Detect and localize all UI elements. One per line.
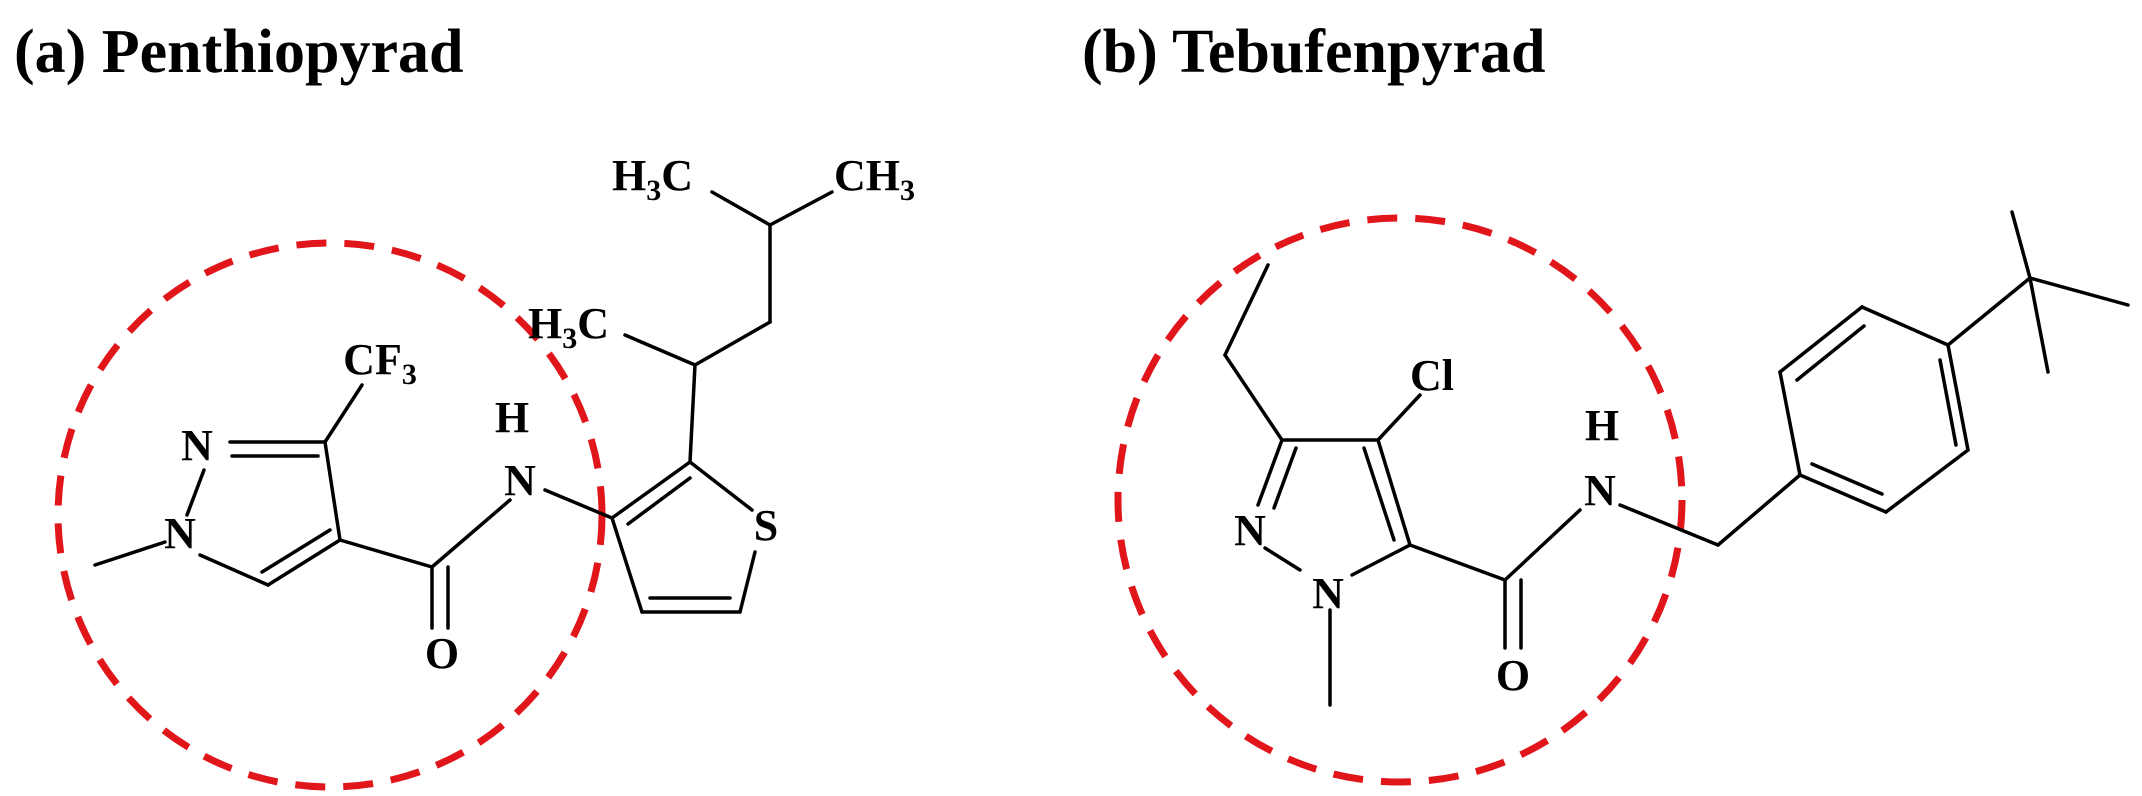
c3-cf3-bond xyxy=(323,383,364,444)
a-n1-label: N xyxy=(164,509,196,558)
a-h3c-top-label: H3C xyxy=(612,151,693,207)
ch-left-methyl-bond xyxy=(710,190,772,227)
tbu-methyl-1-bond xyxy=(2010,210,2032,280)
thiophene-c2-s-bond xyxy=(688,460,754,512)
a-carbonyl-o-label: O xyxy=(425,629,459,678)
ch-right-methyl-bond xyxy=(768,190,834,227)
a-h3c-left-label: H3C xyxy=(528,299,609,355)
ch2-benzene-bond xyxy=(1716,473,1802,547)
benzene-c4-c5-bond xyxy=(1946,343,1970,452)
n-n-bond xyxy=(185,468,206,517)
panel-a-highlight-circle xyxy=(54,239,606,791)
ch-ch3-bond xyxy=(623,333,697,367)
panel-a-penthiopyrad: (a) Penthiopyrad xyxy=(14,18,915,791)
c3-c4-bond xyxy=(323,440,342,542)
thiophene-c3-c2-double-bond xyxy=(610,460,692,520)
tbu-methyl-3-bond xyxy=(2028,276,2050,374)
benzene-c2-c3-bond xyxy=(1778,305,1864,374)
benzene-inner-1 xyxy=(1795,324,1866,382)
c3-n2-double-bond-inner xyxy=(1272,446,1298,510)
ethyl-ch3-ch2-bond xyxy=(1223,263,1270,357)
benzene-inner-3 xyxy=(1810,462,1884,496)
b-nh-h-label: H xyxy=(1585,401,1619,450)
c5-c4-double-bond-inner xyxy=(1362,446,1396,542)
n-methyl-bond xyxy=(93,540,167,567)
panel-b-atom-labels: Cl N N H N O xyxy=(1234,351,1619,700)
ch-ch2-bond xyxy=(693,320,772,367)
c2-ch-bond xyxy=(688,363,697,464)
benzene-tbu-bond xyxy=(1946,276,2032,347)
c4-carbonyl-bond xyxy=(338,538,434,569)
a-ch3-top-label: CH3 xyxy=(834,151,915,207)
thiophene-s-c5-bond xyxy=(738,550,757,614)
panel-a-title: (a) Penthiopyrad xyxy=(14,18,464,86)
panel-b-title: (b) Tebufenpyrad xyxy=(1082,18,1545,86)
n-thiophene-bond xyxy=(543,488,614,520)
benzene-c5-c6-bond xyxy=(1884,448,1970,514)
b-n1-label: N xyxy=(1312,569,1344,618)
panel-a-atom-labels: N N CF3 H N O S H3C H3C CH3 xyxy=(164,151,915,678)
b-n2-label: N xyxy=(1234,506,1266,555)
thiophene-c4-c3-bond xyxy=(610,516,644,614)
panel-a-bonds xyxy=(93,190,834,630)
panel-b-tebufenpyrad: (b) Tebufenpyrad xyxy=(1082,18,2130,786)
n2-n1-bond xyxy=(1263,546,1302,572)
a-n2-label: N xyxy=(181,421,213,470)
panel-b-highlight-circle xyxy=(1114,214,1686,786)
a-cf3-label: CF3 xyxy=(343,335,417,391)
c5-n1-bond xyxy=(198,553,270,587)
b-cl-label: Cl xyxy=(1410,351,1454,400)
b-nh-n-label: N xyxy=(1584,466,1616,515)
b-carbonyl-o-label: O xyxy=(1496,651,1530,700)
c4-cl-bond xyxy=(1376,393,1422,442)
thiophene-c3-c2-double-bond-inner xyxy=(626,476,692,526)
panel-b-bonds xyxy=(1223,210,2130,707)
a-nh-h-label: H xyxy=(495,393,529,442)
a-nh-n-label: N xyxy=(504,456,536,505)
n1-c5-bond xyxy=(1350,543,1412,577)
ethyl-ch2-c3-bond xyxy=(1223,353,1284,442)
c3-n2-double-bond xyxy=(1256,438,1284,507)
benzene-inner-2 xyxy=(1938,358,1958,447)
n-ch2-bond xyxy=(1618,503,1720,547)
c4-c5-double-bond xyxy=(266,538,342,587)
c5-c4-double-bond xyxy=(1376,438,1412,547)
c4-c5-double-bond-inner xyxy=(260,528,332,574)
carbonyl-n-bond xyxy=(1503,508,1582,582)
benzene-c1-c2-bond xyxy=(1778,370,1802,477)
c5-carbonyl-bond xyxy=(1408,543,1507,582)
tbu-methyl-2-bond xyxy=(2028,276,2130,307)
benzene-c3-c4-bond xyxy=(1860,305,1950,347)
benzene-c6-c1-bond xyxy=(1798,473,1888,514)
a-thiophene-s-label: S xyxy=(754,501,778,550)
carbonyl-n-bond xyxy=(430,498,512,569)
